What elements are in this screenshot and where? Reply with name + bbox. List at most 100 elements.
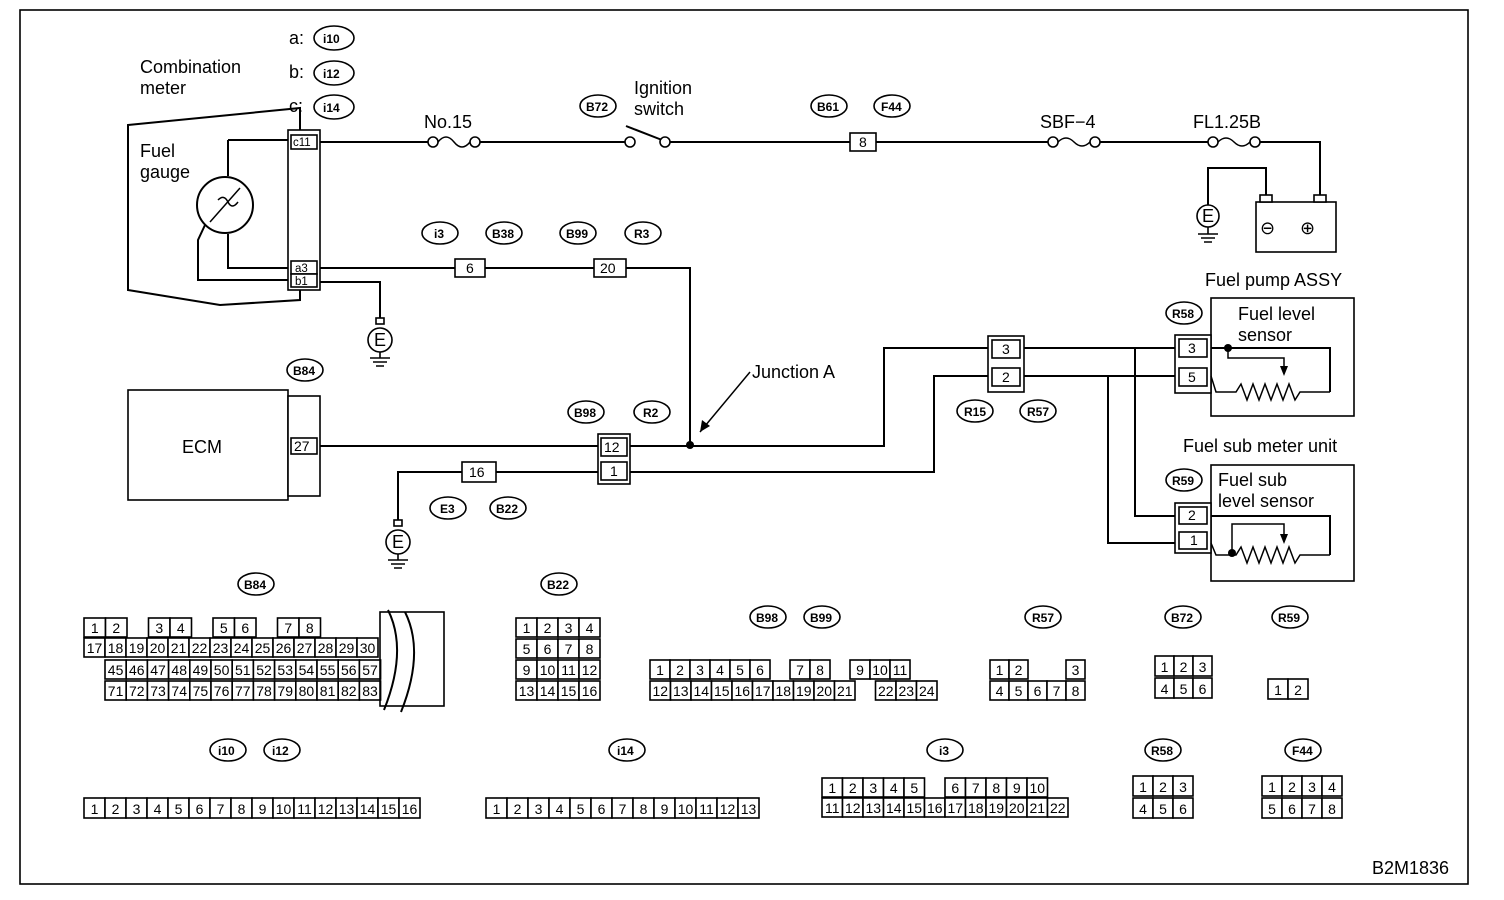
svg-text:F44: F44 <box>1292 744 1313 758</box>
pin-number: 10 <box>540 662 556 678</box>
diagram-id: B2M1836 <box>1372 858 1449 878</box>
pin-number: 78 <box>256 683 272 699</box>
pin-number: 8 <box>238 801 246 817</box>
pin-number: 19 <box>796 683 812 699</box>
face-tag-F44 <box>1284 738 1322 762</box>
pin-cell <box>578 680 601 701</box>
pin-cell <box>1065 680 1086 701</box>
pin-number: 6 <box>196 801 204 817</box>
battery-negative: ⊖ <box>1260 218 1275 238</box>
pin-number: 11 <box>893 662 908 678</box>
svg-text:R2: R2 <box>643 406 659 420</box>
pin-number: 74 <box>171 683 187 699</box>
svg-text:E: E <box>1202 206 1214 226</box>
pin-b1: b1 <box>295 276 308 288</box>
pin-number: 12 <box>652 683 668 699</box>
svg-text:B38: B38 <box>492 227 514 241</box>
svg-text:27: 27 <box>294 438 310 454</box>
pin-number: 14 <box>693 683 709 699</box>
tag-R2 <box>633 400 671 424</box>
pin-number: 16 <box>734 683 750 699</box>
ecm-box <box>127 389 289 501</box>
pin-cell <box>169 617 193 638</box>
svg-text:E3: E3 <box>440 502 455 516</box>
pin-number: 6 <box>951 780 959 796</box>
pin-number: 4 <box>154 801 162 817</box>
pin-number: 6 <box>1288 801 1296 817</box>
pin-number: 56 <box>341 662 357 678</box>
pin-number: 24 <box>234 640 250 656</box>
pin-number: 8 <box>640 801 648 817</box>
pin-number: 5 <box>1159 801 1167 817</box>
pin-number: 1 <box>1139 779 1147 795</box>
pin-number: 82 <box>341 683 357 699</box>
pin-number: 3 <box>696 662 704 678</box>
tag-B72 <box>579 94 617 118</box>
pin-number: 9 <box>661 801 669 817</box>
svg-text:i14: i14 <box>617 744 634 758</box>
fuse-sbf4-icon <box>1047 136 1059 148</box>
fuse-no15-icon <box>427 136 439 148</box>
fuel-level-sensor-label: Fuel level <box>1238 304 1315 324</box>
pin-number: 4 <box>586 620 594 636</box>
pin-number: 13 <box>673 683 689 699</box>
pin-number: 13 <box>519 683 535 699</box>
tag-R3 <box>624 221 662 245</box>
svg-text:R57: R57 <box>1027 405 1049 419</box>
pin-number: 14 <box>540 683 556 699</box>
pin-number: 6 <box>544 641 552 657</box>
svg-text:20: 20 <box>600 260 616 276</box>
pin-number: 20 <box>1009 800 1025 816</box>
pin-cell <box>809 659 831 680</box>
pin-number: 20 <box>816 683 832 699</box>
pin-number: 16 <box>582 683 598 699</box>
battery <box>1255 201 1337 253</box>
face-tag-B22 <box>540 572 578 596</box>
pin-number: 47 <box>150 662 166 678</box>
pin-cell <box>233 617 257 638</box>
svg-text:B98: B98 <box>574 406 596 420</box>
fuel-level-resistor-icon <box>1210 375 1330 403</box>
pin-cell <box>1008 659 1029 680</box>
face-tag-R59 <box>1271 605 1309 629</box>
pin-number: 6 <box>1034 683 1042 699</box>
svg-text:i12: i12 <box>272 744 289 758</box>
tag-i14 <box>313 94 355 120</box>
pin-number: 6 <box>241 620 249 636</box>
svg-text:R15: R15 <box>964 405 986 419</box>
fuel-sub-resistor-icon <box>1210 542 1330 566</box>
pin-number: 7 <box>284 620 292 636</box>
pin-number: 4 <box>890 780 898 796</box>
pin-number: 1 <box>91 801 99 817</box>
pin-number: 16 <box>927 800 943 816</box>
pin-number: 3 <box>869 780 877 796</box>
svg-text:1: 1 <box>610 463 618 479</box>
pin-cell <box>1026 777 1049 798</box>
pin-number: 9 <box>1013 780 1021 796</box>
pin-number: 6 <box>598 801 606 817</box>
fuse-fl-icon <box>1207 136 1219 148</box>
pin-cell <box>1321 797 1343 819</box>
face-tag-R58 <box>1144 738 1182 762</box>
pin-number: 18 <box>968 800 984 816</box>
pin-number: 4 <box>1328 779 1336 795</box>
pin-number: 15 <box>714 683 730 699</box>
pin-number: 3 <box>155 620 163 636</box>
pin-cell <box>578 638 601 659</box>
pin-number: 25 <box>255 640 271 656</box>
pin-number: 45 <box>108 662 124 678</box>
pin-number: 11 <box>561 662 576 678</box>
tag-R57 <box>1019 399 1057 423</box>
pin-number: 16 <box>402 801 418 817</box>
pin-number: 17 <box>87 640 103 656</box>
a-prefix: a: <box>289 28 304 48</box>
fuel-sub-meter-unit-label: Fuel sub meter unit <box>1183 436 1337 456</box>
face-tag-B84 <box>237 572 275 596</box>
svg-text:R58: R58 <box>1151 744 1173 758</box>
pin-number: 23 <box>898 683 914 699</box>
pin-number: 72 <box>129 683 145 699</box>
pin-cell <box>1192 655 1213 677</box>
pin-number: 14 <box>886 800 902 816</box>
